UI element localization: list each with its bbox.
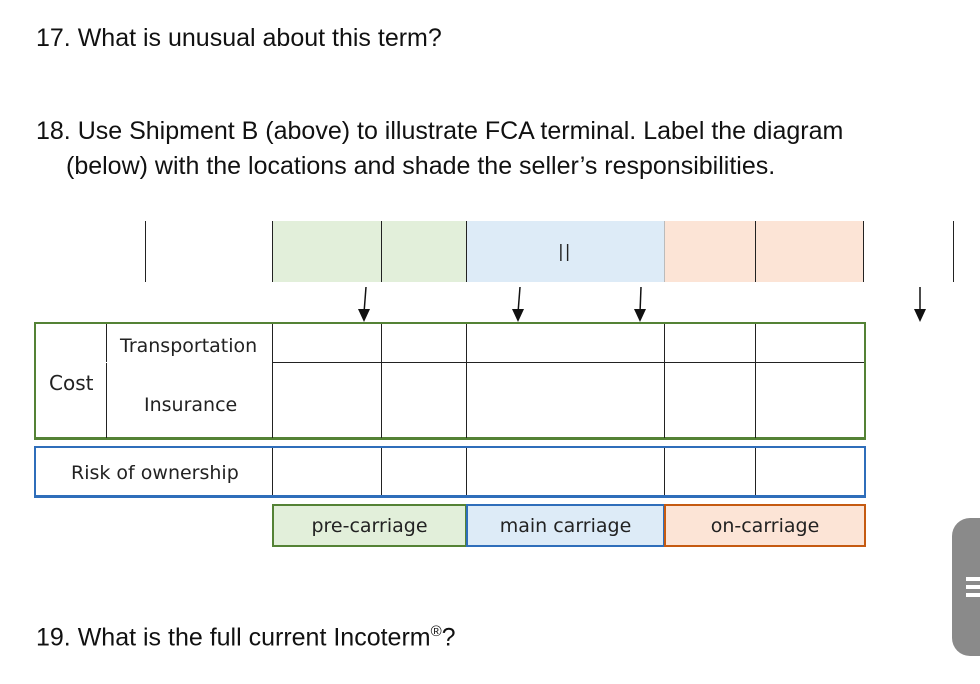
cost-divider <box>664 324 665 438</box>
down-arrow-icon <box>634 286 646 322</box>
menu-icon <box>966 577 980 597</box>
cost-divider <box>106 324 107 438</box>
down-arrow-icon <box>512 286 524 322</box>
risk-divider <box>664 448 665 495</box>
location-marker <box>664 221 665 282</box>
down-arrow-icon <box>914 287 926 322</box>
question-19-text: 19. What is the full current Incoterm <box>36 623 431 652</box>
question-19-end: ? <box>441 623 456 652</box>
risk-box <box>34 446 866 498</box>
pre-carriage-band <box>273 221 466 282</box>
location-marker <box>381 221 382 282</box>
cost-row-gap <box>106 362 272 363</box>
risk-divider <box>755 448 756 495</box>
question-18-line1: 18. Use Shipment B (above) to illustrate… <box>36 117 844 145</box>
transportation-label: Transportation <box>120 335 258 357</box>
cost-row-divider <box>272 362 864 363</box>
cost-divider <box>466 324 467 438</box>
risk-divider <box>466 448 467 495</box>
legend-on-carriage: on-carriage <box>664 504 866 547</box>
legend-pre-carriage: pre-carriage <box>272 504 467 547</box>
location-marker <box>145 221 146 282</box>
cost-label: Cost <box>49 371 94 395</box>
legend-main-carriage: main carriage <box>466 504 665 547</box>
cost-box <box>34 322 866 440</box>
risk-divider <box>272 448 273 495</box>
registered-mark: ® <box>430 623 442 640</box>
cost-divider <box>272 324 273 438</box>
cost-divider <box>381 324 382 438</box>
down-arrow-icon <box>358 286 370 322</box>
main-carriage-band <box>466 221 664 282</box>
question-19: 19. What is the full current Incoterm®? <box>36 623 456 652</box>
on-carriage-band <box>664 221 864 282</box>
location-marker <box>755 221 756 282</box>
risk-label: Risk of ownership <box>71 462 239 484</box>
location-marker <box>953 221 954 282</box>
question-18-line2: (below) with the locations and shade the… <box>66 152 776 180</box>
risk-divider <box>381 448 382 495</box>
side-panel-toggle-button[interactable] <box>952 518 980 656</box>
top-center-mark: || <box>558 242 572 262</box>
location-marker <box>272 221 273 282</box>
insurance-label: Insurance <box>144 394 238 416</box>
location-marker <box>466 221 467 282</box>
cost-divider <box>755 324 756 438</box>
question-17: 17. What is unusual about this term? <box>36 24 442 52</box>
location-marker <box>863 221 864 282</box>
